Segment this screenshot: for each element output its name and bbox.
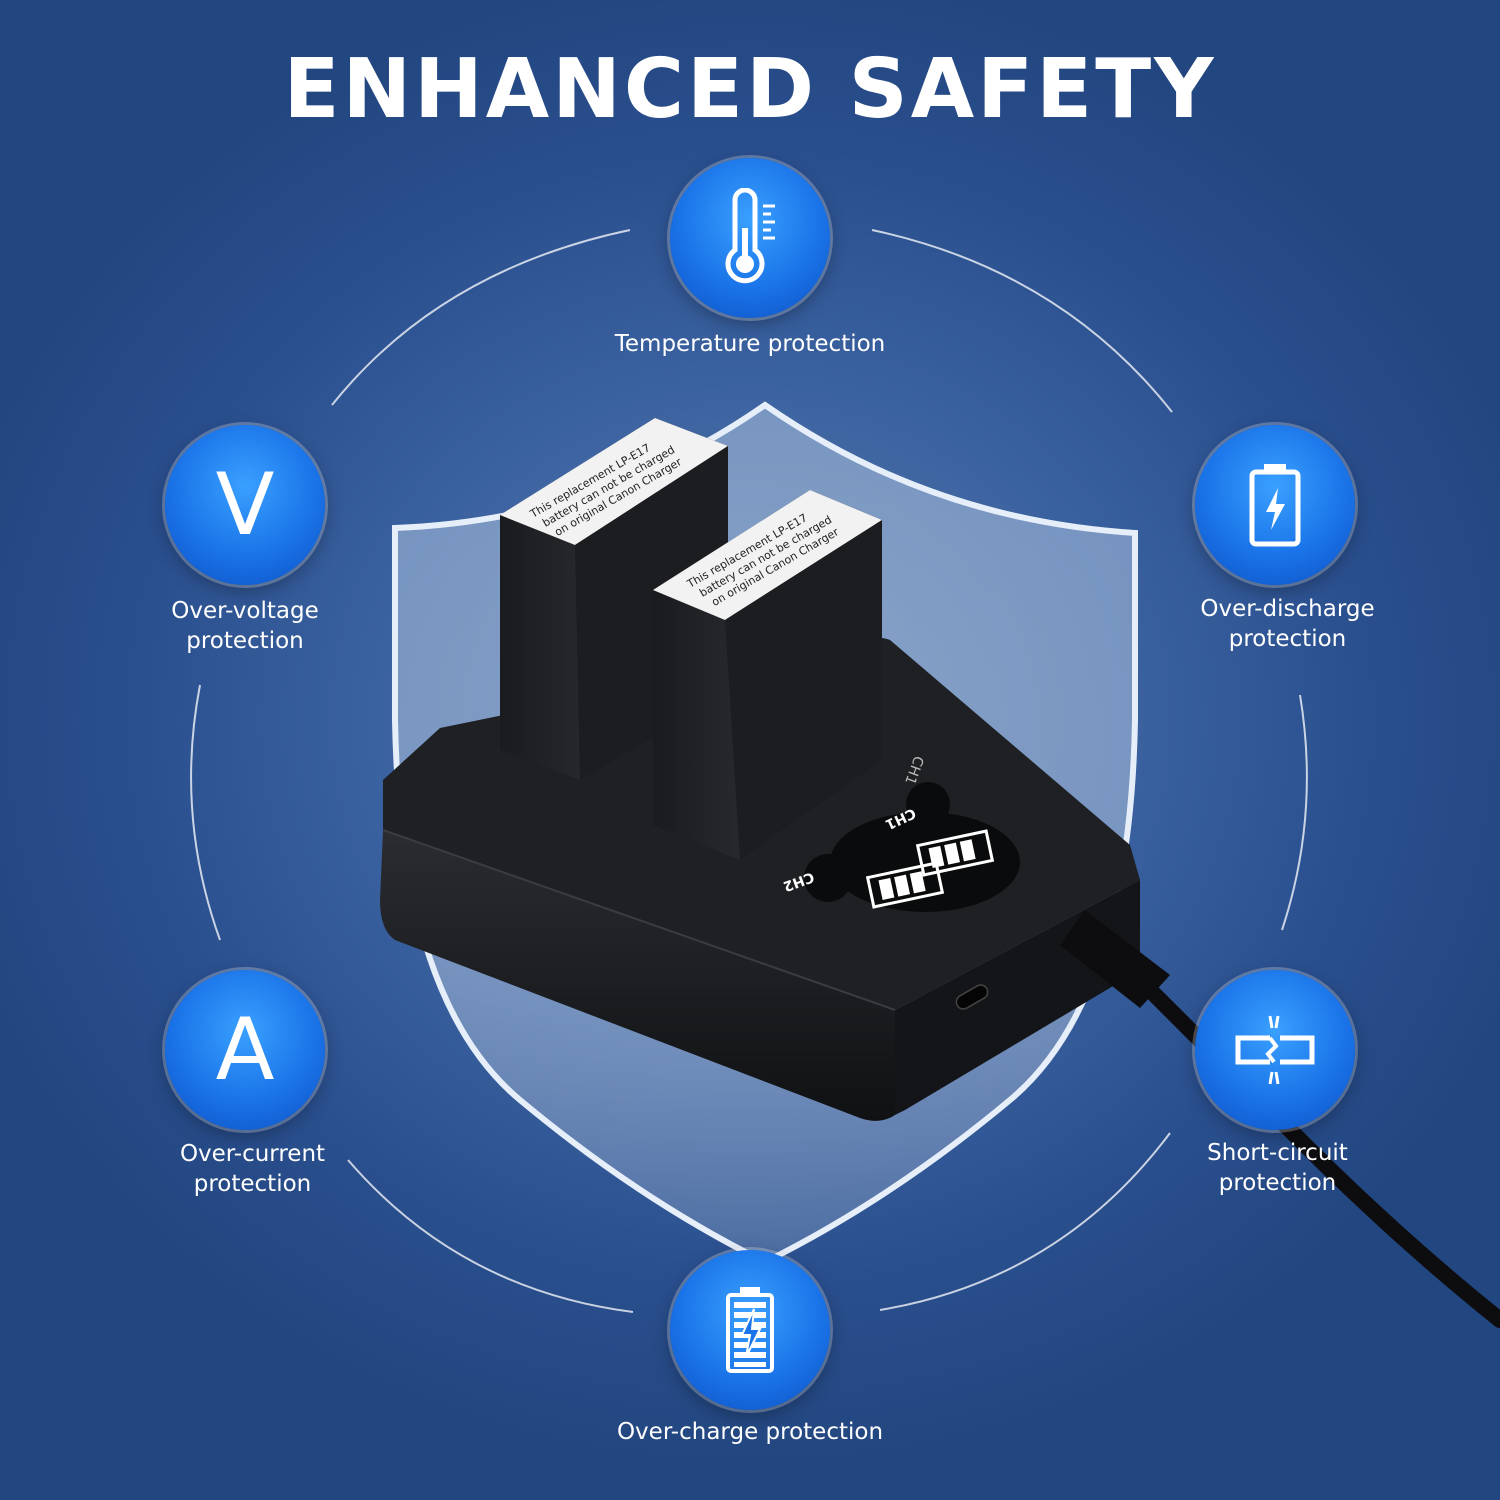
- temperature-protection-text: Temperature protection: [614, 331, 886, 357]
- over-discharge-badge: [1195, 425, 1355, 585]
- ring-arc: [331, 229, 631, 406]
- over-current-label: Over-current protection: [135, 1139, 370, 1199]
- over-charge-badge: [670, 1250, 830, 1410]
- short-circuit-line1: Short-circuit: [1207, 1140, 1348, 1166]
- over-voltage-line2: protection: [186, 628, 304, 654]
- over-current-line1: Over-current: [179, 1141, 326, 1167]
- page-title: ENHANCED SAFETY: [283, 42, 1217, 137]
- lcd-battery-indicator: [865, 861, 945, 909]
- short-circuit-label: Short-circuit protection: [1150, 1138, 1405, 1198]
- lcd-display: CH1 CH2: [781, 782, 1020, 912]
- over-current-line2: protection: [193, 1171, 312, 1197]
- ring-arc: [1281, 694, 1308, 931]
- ring-arc: [190, 684, 221, 941]
- a-letter-icon: A: [215, 1000, 275, 1100]
- short-circuit-line2: protection: [1218, 1170, 1337, 1196]
- over-current-badge: A: [165, 970, 325, 1130]
- over-charge-label: Over-charge protection: [560, 1417, 940, 1447]
- ring-arc: [879, 1132, 1171, 1311]
- usb-port: [955, 984, 989, 1010]
- over-voltage-badge: V: [165, 425, 325, 585]
- v-letter-icon: V: [215, 455, 275, 555]
- battery-2: This replacement LP-E17 battery can not …: [653, 490, 882, 860]
- temperature-protection-label: Temperature protection: [560, 329, 940, 359]
- lcd-battery-indicator: [915, 829, 995, 877]
- over-voltage-label: Over-voltage protection: [125, 596, 365, 656]
- broken-circuit-icon: [1235, 1015, 1315, 1085]
- charger-front: [380, 830, 895, 1121]
- charging-battery-icon: [726, 1287, 774, 1373]
- ring-arc: [347, 1159, 634, 1313]
- temperature-protection-badge: [670, 158, 830, 318]
- short-circuit-badge: [1195, 970, 1355, 1130]
- over-discharge-line1: Over-discharge: [1200, 596, 1375, 622]
- over-discharge-line2: protection: [1228, 626, 1347, 652]
- ring-arc: [871, 229, 1173, 413]
- over-charge-text: Over-charge protection: [616, 1419, 884, 1445]
- over-voltage-line1: Over-voltage: [171, 598, 319, 624]
- over-discharge-label: Over-discharge protection: [1150, 594, 1425, 654]
- battery-bolt-icon: [1249, 464, 1301, 547]
- thermometer-icon: [725, 188, 775, 284]
